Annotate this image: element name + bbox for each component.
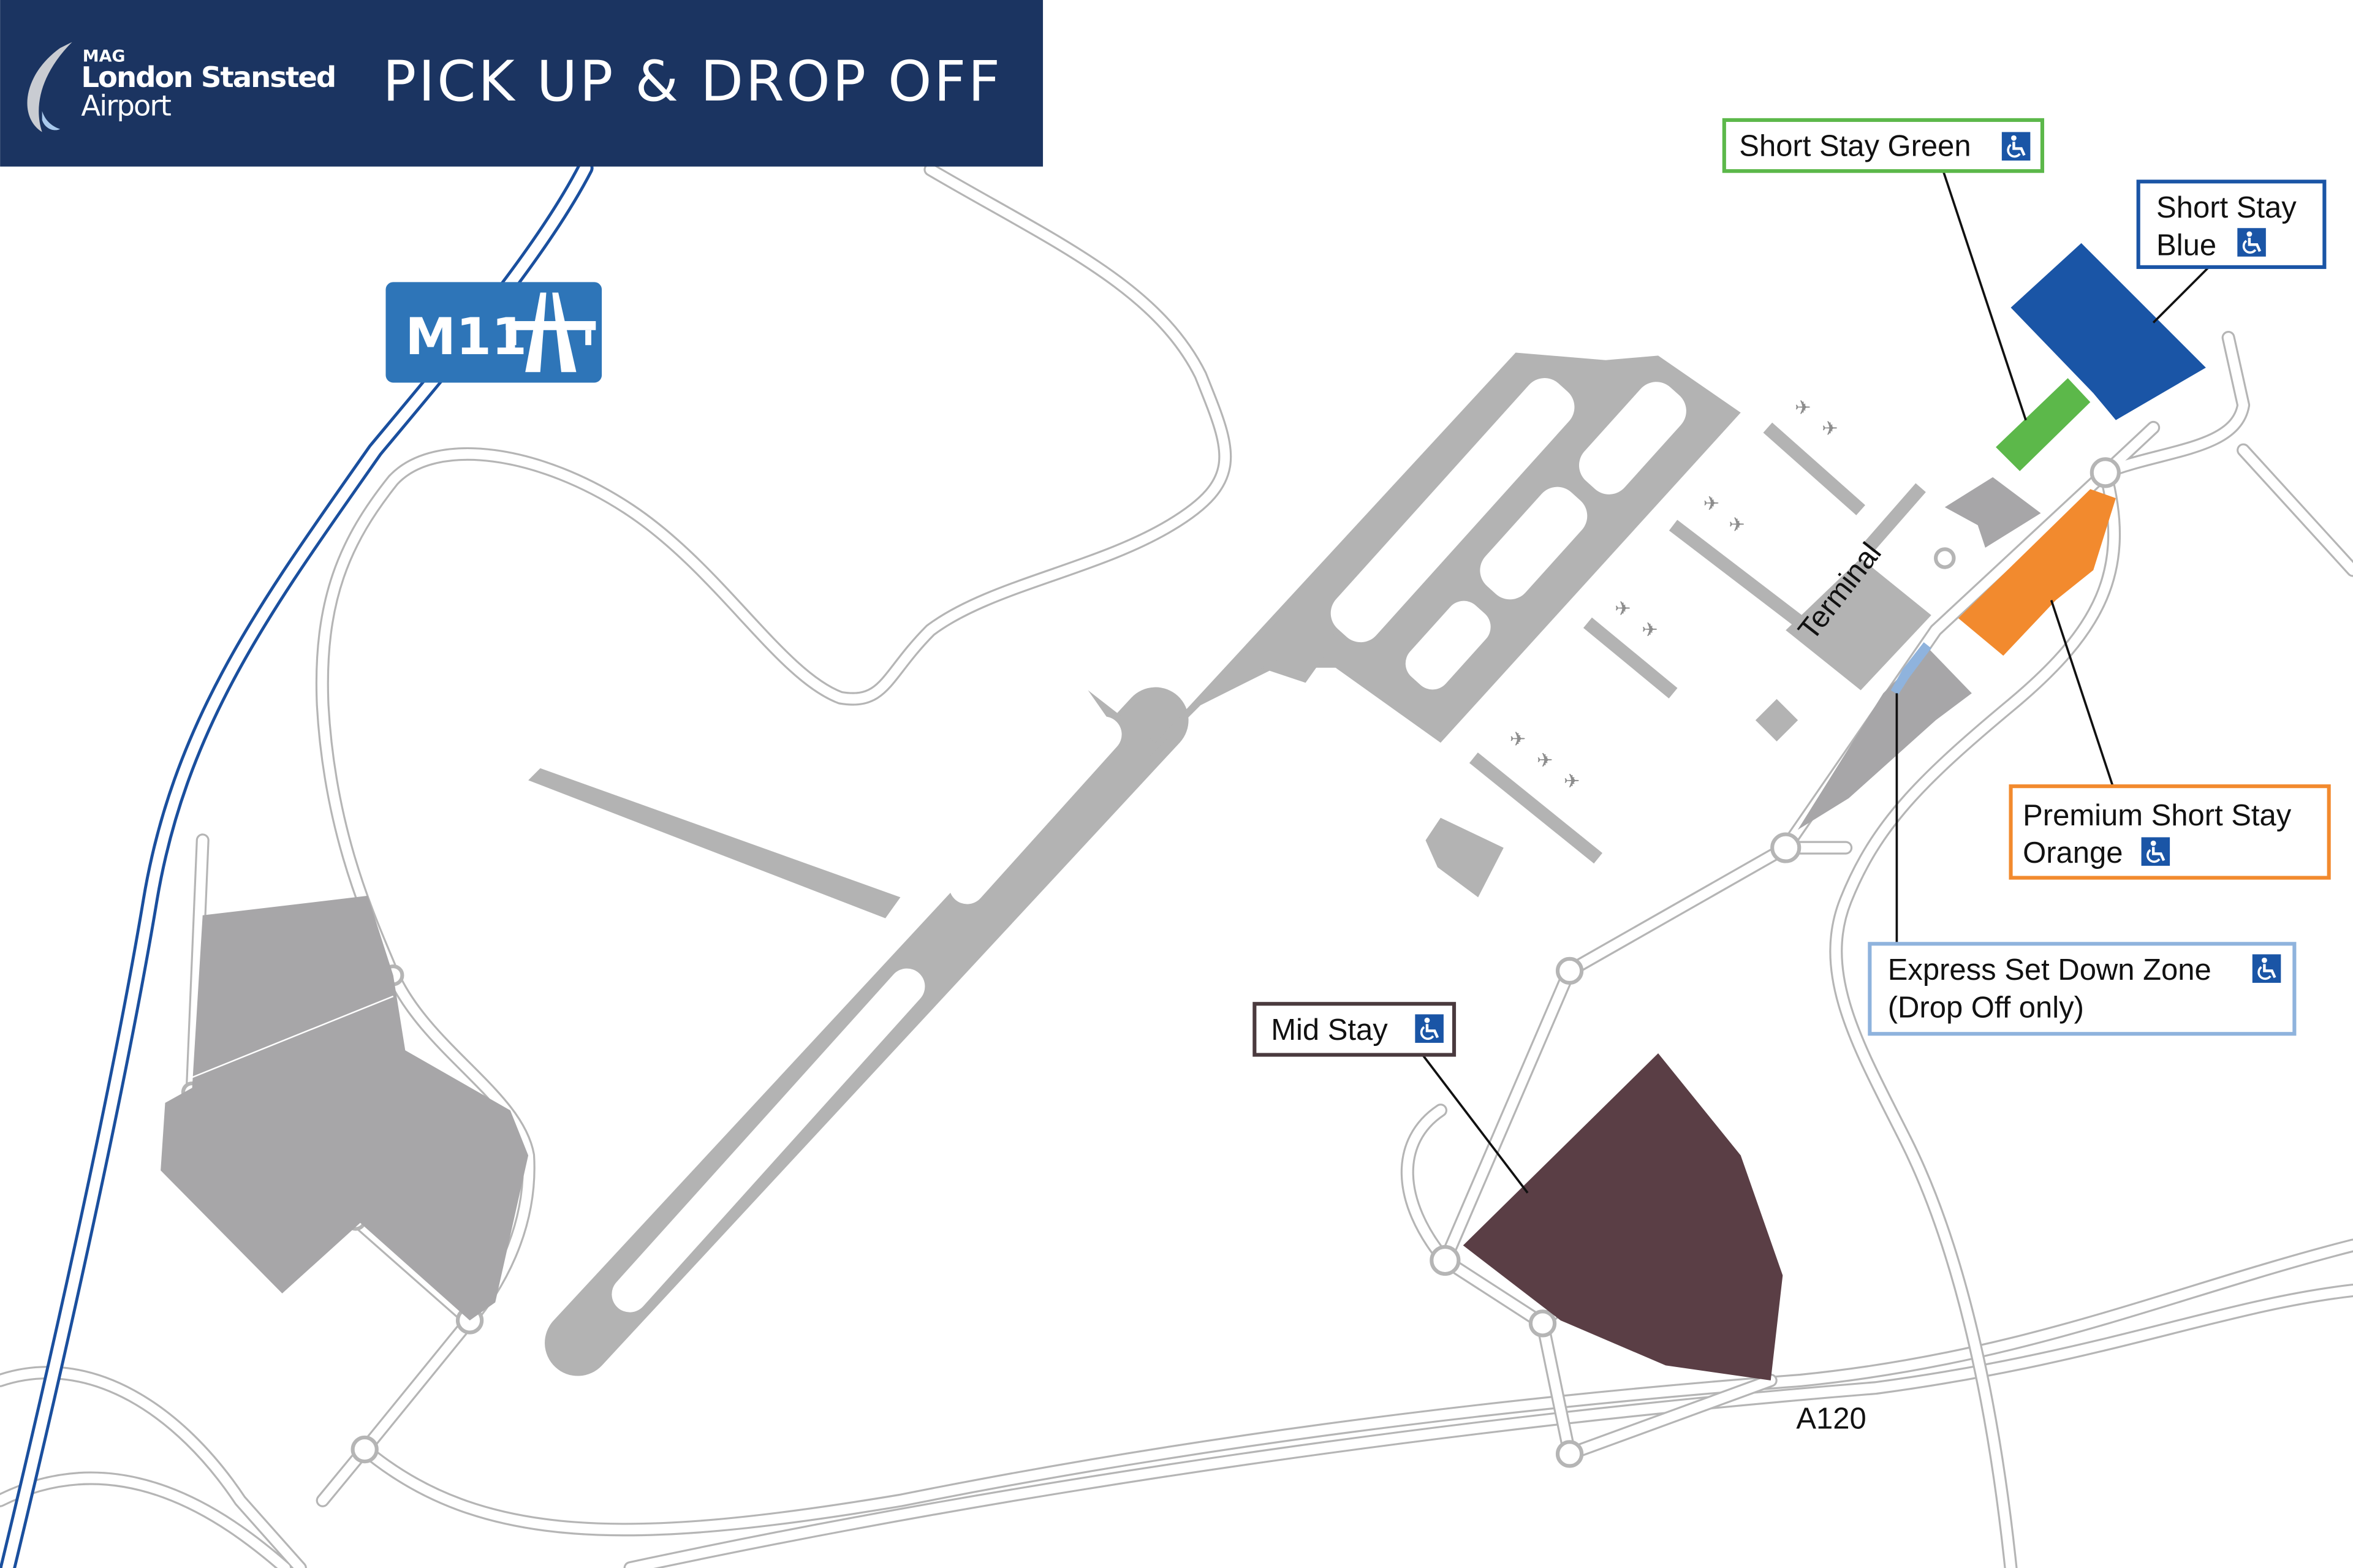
car-park-premium-orange[interactable] [1958,489,2116,656]
terminal-building [1786,558,1931,691]
taxiway [528,768,901,918]
motorway-icon [506,292,596,373]
wheelchair-icon [2253,954,2281,983]
road-network: A120 [0,162,2353,1568]
wheelchair-icon [2237,228,2266,257]
svg-text:✈: ✈ [1703,492,1720,515]
logo: MAG London Stansted Airport [27,42,336,132]
svg-text:Short Stay: Short Stay [2156,191,2297,224]
svg-text:Mid Stay: Mid Stay [1271,1013,1388,1047]
svg-text:(Drop Off only): (Drop Off only) [1888,991,2084,1024]
wheelchair-icon [2002,132,2031,161]
callout-short-stay-blue[interactable]: Short Stay Blue [2136,180,2327,269]
svg-text:Blue: Blue [2156,229,2216,262]
page-title: PICK UP & DROP OFF [383,50,1002,114]
svg-text:✈: ✈ [1510,727,1526,751]
svg-text:Premium Short Stay: Premium Short Stay [2023,799,2292,832]
piers [1469,422,1926,864]
a120-label: A120 [1796,1402,1866,1435]
header-banner: MAG London Stansted Airport PICK UP & DR… [0,0,1044,167]
m11-sign: M11 [385,282,602,383]
svg-text:✈: ✈ [1795,396,1811,419]
m11-label: M11 [405,307,527,366]
svg-text:Airport: Airport [81,89,171,123]
callout-short-stay-green[interactable]: Short Stay Green [1722,118,2045,173]
car-park-gray [1797,648,1972,830]
callout-express-set-down-zone[interactable]: Express Set Down Zone (Drop Off only) [1868,942,2297,1036]
wheelchair-icon [1415,1014,1444,1043]
car-park-short-stay-green[interactable] [1996,378,2091,471]
callout-mid-stay[interactable]: Mid Stay [1252,1002,1457,1057]
car-park-long-stay[interactable] [161,895,529,1320]
svg-text:London Stansted: London Stansted [81,61,335,94]
svg-text:Express Set Down Zone: Express Set Down Zone [1888,953,2211,987]
callout-leaders [1422,170,2210,1194]
callout-premium-short-stay-orange[interactable]: Premium Short Stay Orange [2009,784,2331,880]
svg-text:✈: ✈ [1537,748,1553,771]
airfield: Terminal ✈✈ ✈✈ ✈✈ ✈✈✈ [528,352,1931,1376]
wheelchair-icon [2142,837,2170,866]
express-set-down-zone[interactable] [1890,642,1931,695]
svg-text:✈: ✈ [1642,618,1658,641]
car-park-mid-stay[interactable] [1463,1053,1783,1381]
m11-motorway: M11 [0,159,602,1568]
svg-text:✈: ✈ [1615,597,1631,620]
svg-text:Short Stay Green: Short Stay Green [1739,130,1971,163]
car-park-short-stay-blue[interactable] [2010,243,2206,420]
car-park-gray [1944,477,2041,548]
svg-text:✈: ✈ [1822,417,1838,440]
svg-text:Orange: Orange [2023,836,2123,869]
svg-text:MAG: MAG [83,47,126,66]
airplane-icon: ✈ ✈ ✈ ✈ ✈ ✈ ✈ ✈ ✈ [1510,396,1838,793]
svg-text:✈: ✈ [1729,513,1745,536]
svg-text:✈: ✈ [1564,770,1580,793]
